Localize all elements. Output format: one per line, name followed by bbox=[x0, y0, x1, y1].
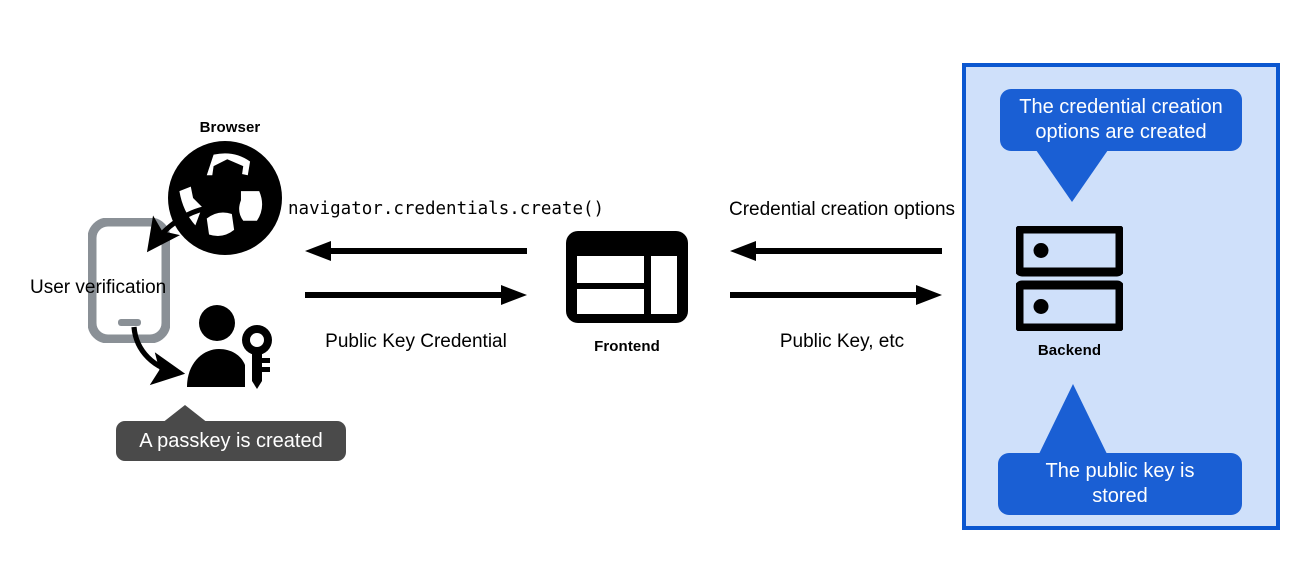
globe-icon bbox=[168, 141, 282, 255]
arrow-browser-to-phone-icon bbox=[108, 200, 218, 280]
arrow-right-top bbox=[730, 238, 942, 264]
passkey-callout: A passkey is created bbox=[116, 421, 346, 461]
mobile-phone-icon bbox=[87, 217, 171, 344]
flow-left-bottom-label: Public Key Credential bbox=[325, 331, 507, 352]
backend-callout-top-line1: The credential creation bbox=[1019, 96, 1223, 118]
backend-callout-top-line2: options are created bbox=[1035, 121, 1207, 143]
backend-callout-bottom-line1: The public key is bbox=[1045, 460, 1195, 482]
browser-label: Browser bbox=[199, 119, 261, 136]
backend-label: Backend bbox=[1037, 342, 1102, 359]
arrow-phone-to-user-icon bbox=[128, 325, 228, 393]
frontend-label: Frontend bbox=[594, 338, 660, 355]
browser-window-icon bbox=[566, 231, 688, 323]
arrow-left-top bbox=[305, 238, 527, 264]
server-rack-icon bbox=[1014, 224, 1125, 333]
backend-callout-bottom: The public key is stored bbox=[998, 453, 1242, 515]
flow-right-top-label: Credential creation options bbox=[728, 199, 956, 220]
arrow-left-bottom bbox=[305, 282, 527, 308]
backend-callout-bottom-tail bbox=[1038, 384, 1108, 456]
flow-left-top-label: navigator.credentials.create() bbox=[288, 199, 605, 219]
user-with-key-icon bbox=[185, 305, 281, 389]
arrow-right-bottom bbox=[730, 282, 942, 308]
user-verification-label: User verification bbox=[30, 277, 167, 298]
backend-callout-bottom-line2: stored bbox=[1092, 485, 1148, 507]
flow-right-bottom-label: Public Key, etc bbox=[779, 331, 905, 352]
backend-callout-top-tail bbox=[1036, 150, 1108, 202]
backend-callout-top: The credential creation options are crea… bbox=[1000, 89, 1242, 151]
